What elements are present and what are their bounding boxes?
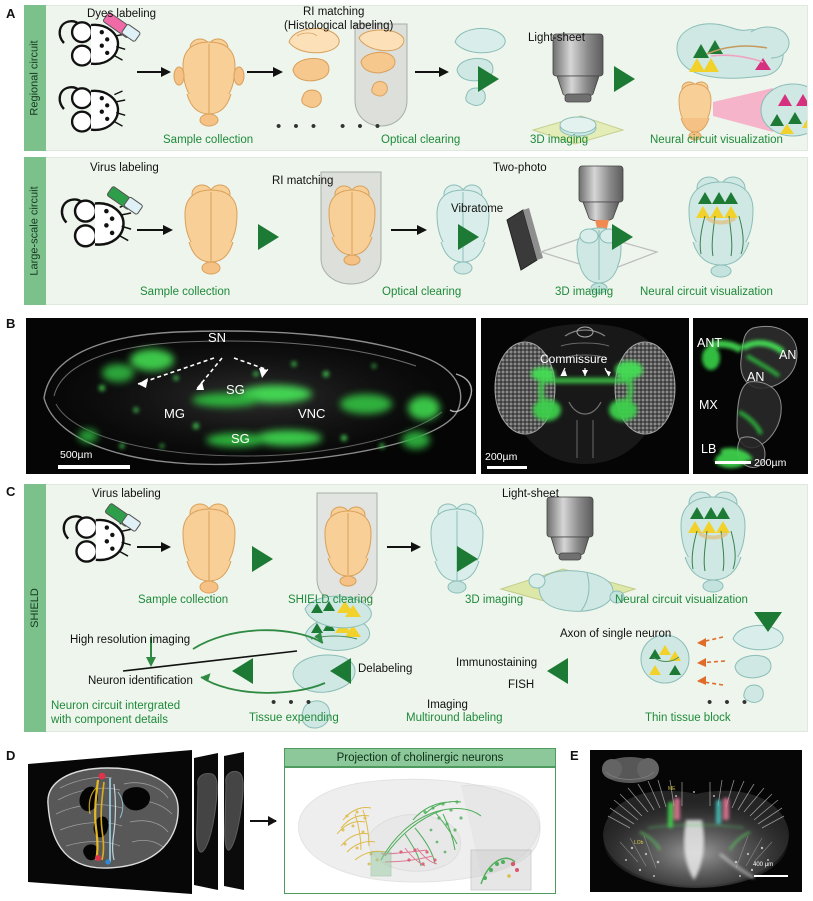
caption-optical-clearing-row2: Optical clearing: [382, 286, 462, 298]
panel-d-title: Projection of cholinergic neurons: [336, 751, 504, 764]
panel-c-body: [24, 484, 808, 732]
panel-a-row2-side-label: Large-scale circuit: [29, 186, 42, 276]
ellipsis-row1-b: • • •: [340, 118, 385, 135]
process-arrow-a2-visual: [612, 224, 633, 250]
panel-a-row2: [24, 157, 808, 305]
panel-letter-a: A: [6, 6, 16, 21]
panel-b-image-head: Commissure 200µm: [481, 318, 689, 474]
panel-b-label-mx: MX: [699, 398, 718, 412]
process-arrow-a1-imaging: [478, 66, 499, 92]
panel-b-label-sg-1: SG: [226, 382, 245, 397]
svg-text:LOb: LOb: [634, 840, 644, 846]
svg-text:ME: ME: [668, 786, 676, 792]
panel-b-label-an-2: AN: [747, 370, 765, 384]
panel-a-row1-illustration: [58, 12, 813, 145]
panel-a-row1-side-tab: Regional circuit: [24, 5, 46, 151]
panel-b-label-lb: LB: [701, 442, 717, 456]
caption-neuron-circuit-integrated-2: with component details: [51, 714, 168, 726]
ellipsis-row1-a: • • •: [276, 118, 321, 135]
panel-b-label-mg: MG: [164, 406, 185, 421]
label-virus-labeling-c: Virus labeling: [92, 488, 161, 500]
panel-b-scaletext-1: 500µm: [60, 449, 93, 461]
panel-c-side-label: SHIELD: [29, 588, 41, 628]
caption-thin-tissue-block: Thin tissue block: [645, 712, 731, 724]
label-imaging-cycle: Imaging: [427, 699, 468, 711]
panel-b-label-an-1: AN: [779, 348, 797, 362]
label-histological-labeling: (Histological labeling): [284, 20, 394, 32]
panel-a-row1-side-label: Regional circuit: [29, 40, 42, 116]
panel-letter-d: D: [6, 748, 16, 763]
caption-sample-collection-row2: Sample collection: [140, 286, 231, 298]
label-light-sheet-row1: Light-sheet: [528, 32, 585, 44]
panel-b-label-vnc: VNC: [298, 406, 326, 421]
label-vibratome: Vibratome: [451, 203, 504, 215]
label-ri-matching-row1: RI matching: [303, 6, 365, 18]
process-arrow-c-clearing: [252, 546, 273, 572]
panel-c-illustration: [62, 491, 784, 729]
panel-d-render-frame: [284, 767, 556, 894]
panel-e-scalebar: [754, 875, 788, 877]
label-delabeling: Delabeling: [358, 663, 413, 675]
caption-neural-circuit-visualization-row2: Neural circuit visualization: [640, 286, 773, 298]
label-virus-labeling-row2: Virus labeling: [90, 162, 159, 174]
caption-sample-collection-row1: Sample collection: [163, 134, 254, 146]
label-axon-of-single-neuron: Axon of single neuron: [560, 628, 672, 640]
label-high-resolution-imaging: High resolution imaging: [70, 634, 191, 646]
process-arrow-c-down: [754, 612, 782, 632]
caption-3d-imaging-row2: 3D imaging: [555, 286, 614, 298]
panel-b-image-proboscis: ANT AN AN MX LB 200µm: [693, 318, 808, 474]
panel-c-side-tab: SHIELD: [24, 484, 46, 732]
process-arrow-c-b2: [330, 658, 351, 684]
label-fish: FISH: [508, 679, 535, 691]
caption-neuron-circuit-integrated-1: Neuron circuit intergrated: [51, 700, 181, 712]
panel-a-row1: [24, 5, 813, 151]
panel-b-scalebar-3: [715, 461, 751, 464]
panel-letter-e: E: [570, 748, 579, 763]
label-dyes-labeling: Dyes labeling: [87, 8, 157, 20]
panel-d-title-bar: Projection of cholinergic neurons: [284, 748, 556, 767]
panel-b-label-ant: ANT: [697, 336, 722, 350]
process-arrow-c-imaging: [457, 546, 478, 572]
panel-d-slices: [26, 748, 246, 896]
label-two-photo: Two-photo: [493, 162, 547, 174]
panel-e-scaletext: 400 µm: [753, 862, 774, 868]
label-light-sheet-c: Light-sheet: [502, 488, 559, 500]
panel-b-scalebar-1: [58, 465, 130, 469]
panel-b-scalebar-2: [487, 466, 527, 469]
panel-letter-b: B: [6, 316, 16, 331]
caption-3d-imaging-row1: 3D imaging: [530, 134, 589, 146]
ellipsis-c-thin: • • •: [707, 694, 752, 711]
panel-a-row2-illustration: [60, 165, 754, 294]
label-ri-matching-row2: RI matching: [272, 175, 334, 187]
caption-neural-circuit-visualization-c: Neural circuit visualization: [615, 594, 748, 606]
ellipsis-c-tissue: • • •: [271, 694, 316, 711]
process-arrow-a1-visual: [614, 66, 635, 92]
caption-multiround-labeling: Multiround labeling: [406, 712, 503, 724]
panel-b-label-sg-2: SG: [231, 431, 250, 446]
caption-tissue-expending: Tissue expending: [249, 712, 339, 724]
process-arrow-c-b3: [547, 658, 568, 684]
label-immunostaining: Immunostaining: [456, 657, 538, 669]
panel-b-scaletext-3: 200µm: [754, 457, 787, 469]
process-arrow-a2-clearing: [258, 224, 279, 250]
caption-shield-clearing: SHIELD clearing: [288, 594, 374, 606]
caption-optical-clearing-row1: Optical clearing: [381, 134, 461, 146]
caption-neural-circuit-visualization-row1: Neural circuit visualization: [650, 134, 783, 146]
panel-b-label-commissure: Commissure: [540, 352, 608, 366]
panel-a-row2-side-tab: Large-scale circuit: [24, 157, 46, 305]
panel-e-image: ME LOb 400 µm: [590, 750, 802, 892]
caption-3d-imaging-c: 3D imaging: [465, 594, 524, 606]
panel-letter-c: C: [6, 484, 16, 499]
panel-d-arrow: [250, 816, 277, 826]
panel-b-scaletext-2: 200µm: [485, 451, 518, 463]
process-arrow-c-b1: [232, 658, 253, 684]
caption-sample-collection-c: Sample collection: [138, 594, 229, 606]
panel-b-image-larva: SN SG MG VNC SG 500µm: [26, 318, 476, 474]
label-neuron-identification: Neuron identification: [88, 675, 193, 687]
panel-b-label-sn: SN: [208, 330, 227, 345]
panel-d-brain-render: [285, 768, 555, 893]
process-arrow-a2-imaging: [458, 224, 479, 250]
